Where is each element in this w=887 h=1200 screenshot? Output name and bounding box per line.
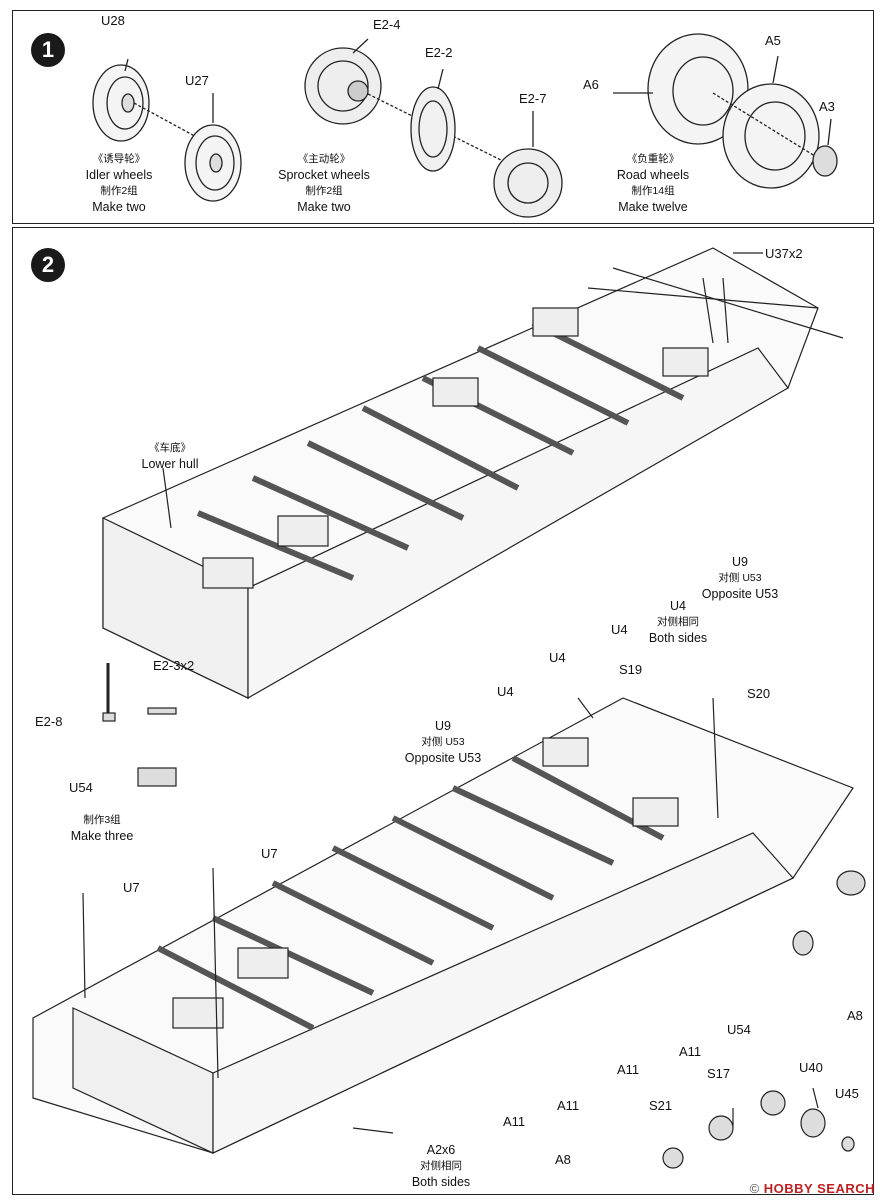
part-label-u54-b: U54 bbox=[727, 1022, 751, 1037]
step-2-illustration bbox=[32, 247, 866, 1169]
part-label-u28: U28 bbox=[101, 13, 125, 28]
step-2-panel: 2 bbox=[12, 227, 874, 1195]
part-label-u27: U27 bbox=[185, 73, 209, 88]
step-1-panel: 1 bbox=[12, 10, 874, 224]
step-2-number: 2 bbox=[31, 248, 65, 282]
part-label-e2-3: E2-3x2 bbox=[153, 658, 195, 673]
part-label-e2-7: E2-7 bbox=[519, 91, 547, 106]
part-label-a11-b: A11 bbox=[617, 1062, 640, 1077]
lower-hull-caption: 《车底》 Lower hull bbox=[141, 442, 199, 471]
u9-upper-caption: U9 对侧 U53 Opposite U53 bbox=[701, 555, 779, 601]
u4-both-sides-caption: U4 对侧相同 Both sides bbox=[648, 599, 708, 645]
part-label-e2-8: E2-8 bbox=[35, 714, 63, 729]
part-label-u4-1: U4 bbox=[611, 622, 628, 637]
part-label-a11-c: A11 bbox=[557, 1098, 580, 1113]
step-1-number: 1 bbox=[31, 33, 65, 67]
sprocket-caption: 《主动轮》 Sprocket wheels 制作2组 Make two bbox=[278, 153, 370, 214]
part-label-a8-b: A8 bbox=[555, 1152, 571, 1167]
part-label-u4-2: U4 bbox=[549, 650, 566, 665]
make-three-caption: 制作3组 Make three bbox=[70, 814, 134, 843]
part-label-s19: S19 bbox=[619, 662, 643, 677]
step-1-illustration bbox=[92, 33, 838, 218]
part-label-a6: A6 bbox=[583, 77, 599, 92]
watermark: © HOBBY SEARCH bbox=[749, 1181, 875, 1196]
part-label-u7-b: U7 bbox=[123, 880, 140, 895]
part-label-a11-a: A11 bbox=[679, 1044, 702, 1059]
part-label-s21: S21 bbox=[649, 1098, 673, 1113]
road-wheel-caption: 《负重轮》 Road wheels 制作14组 Make twelve bbox=[616, 153, 690, 214]
part-label-s20: S20 bbox=[747, 686, 771, 701]
part-label-u40: U40 bbox=[799, 1060, 823, 1075]
part-label-s17: S17 bbox=[707, 1066, 731, 1081]
u9-lower-caption: U9 对侧 U53 Opposite U53 bbox=[404, 719, 482, 765]
part-label-u45: U45 bbox=[835, 1086, 859, 1101]
part-label-u4-3: U4 bbox=[497, 684, 514, 699]
idler-caption: 《诱导轮》 Idler wheels 制作2组 Make two bbox=[85, 153, 153, 214]
part-label-a5: A5 bbox=[765, 33, 781, 48]
a2-caption: A2x6 对侧相同 Both sides bbox=[411, 1143, 471, 1189]
part-label-a11-d: A11 bbox=[503, 1114, 526, 1129]
part-label-e2-2: E2-2 bbox=[425, 45, 453, 60]
part-label-a3: A3 bbox=[819, 99, 835, 114]
part-label-a8-a: A8 bbox=[847, 1008, 863, 1023]
part-label-u54-a: U54 bbox=[69, 780, 93, 795]
part-label-u37: U37x2 bbox=[765, 246, 803, 261]
part-label-u7-a: U7 bbox=[261, 846, 278, 861]
part-label-e2-4: E2-4 bbox=[373, 17, 401, 32]
